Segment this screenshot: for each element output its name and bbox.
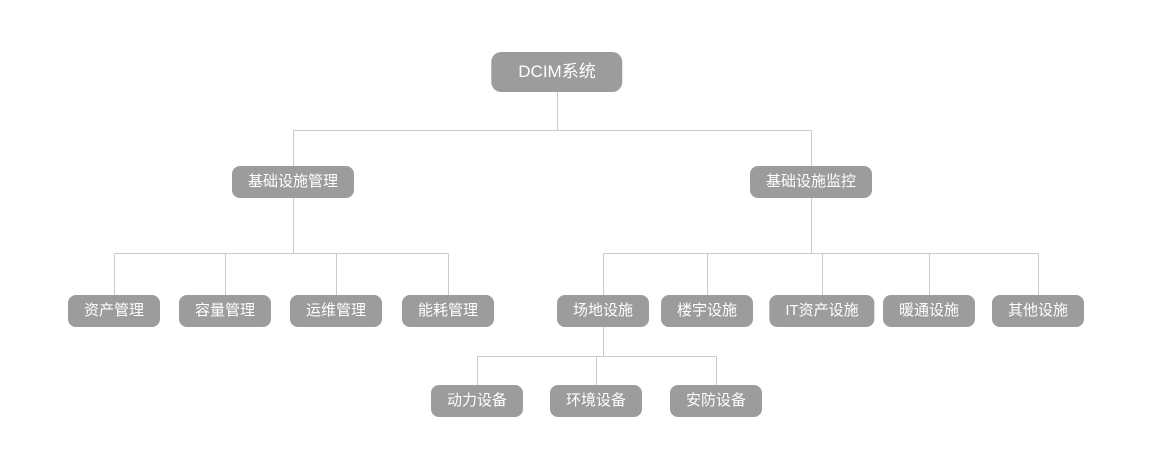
node-capacity-management: 容量管理 (178, 295, 272, 327)
node-other-facility: 其他设施 (991, 295, 1085, 327)
node-site-facility: 场地设施 (556, 295, 650, 327)
node-dcim-system: DCIM系统 (491, 52, 623, 92)
node-it-asset-facility: IT资产设施 (769, 295, 875, 327)
node-energy-management: 能耗管理 (401, 295, 495, 327)
node-power-equipment: 动力设备 (430, 385, 524, 417)
node-infrastructure-monitoring: 基础设施监控 (749, 166, 873, 198)
node-infrastructure-management: 基础设施管理 (231, 166, 355, 198)
connector-monitoring-to-children (603, 198, 1039, 295)
node-asset-management: 资产管理 (67, 295, 161, 327)
node-environment-equipment: 环境设备 (549, 385, 643, 417)
connector-site-facility-to-children (477, 327, 717, 385)
connector-management-to-children (114, 198, 449, 295)
node-security-equipment: 安防设备 (669, 385, 763, 417)
node-operations-management: 运维管理 (289, 295, 383, 327)
connector-root-to-level2 (293, 92, 812, 166)
node-hvac-facility: 暖通设施 (882, 295, 976, 327)
node-building-facility: 楼宇设施 (660, 295, 754, 327)
